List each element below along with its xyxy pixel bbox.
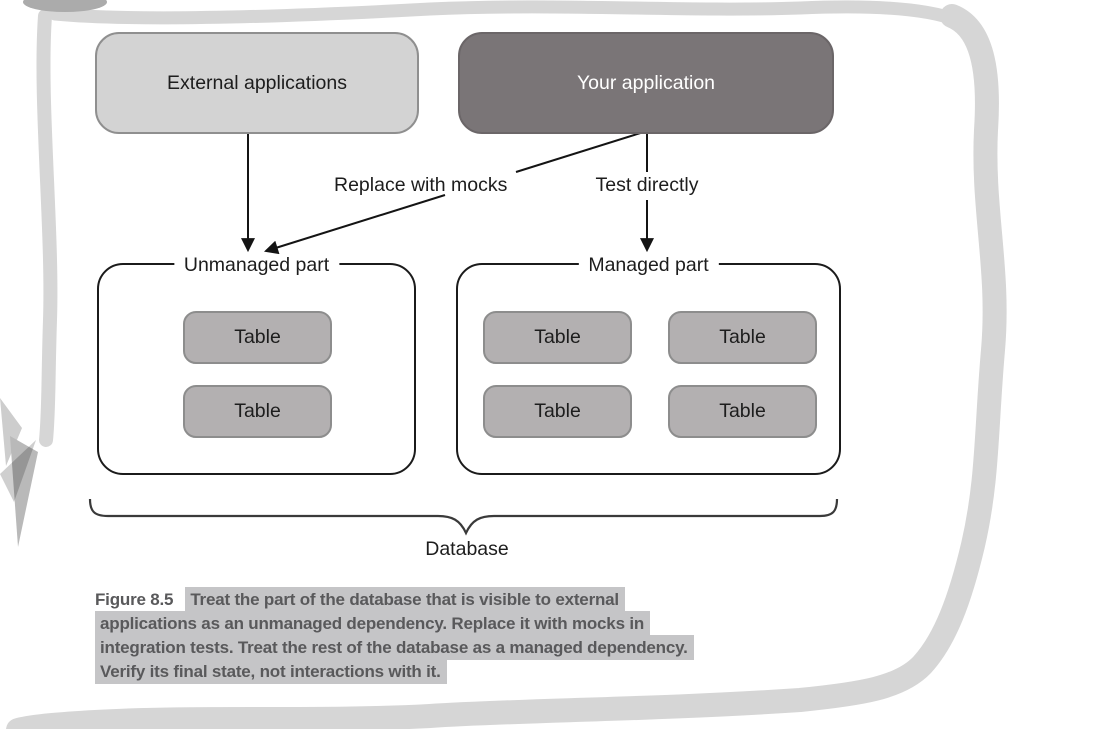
figure-number: Figure 8.5	[95, 590, 174, 609]
table-chip: Table	[668, 385, 817, 438]
caption-line: integration tests. Treat the rest of the…	[95, 635, 694, 660]
caption-text: applications as an unmanaged dependency.…	[95, 611, 651, 636]
table-label: Table	[719, 400, 766, 422]
sketch-left-wedge	[0, 398, 38, 547]
your-application-label: Your application	[576, 71, 716, 94]
arrow-your-to-unmanaged-upper	[515, 130, 648, 173]
test-directly-label: Test directly	[595, 174, 699, 196]
table-label: Table	[534, 326, 581, 348]
caption-text: Verify its final state, not interactions…	[95, 659, 447, 684]
sketch-border-stroke	[6, 0, 1007, 729]
managed-part-title: Managed part	[578, 255, 719, 275]
table-chip: Table	[483, 385, 632, 438]
unmanaged-part-title: Unmanaged part	[173, 255, 340, 275]
caption-text: Treat the part of the database that is v…	[185, 587, 625, 612]
table-label: Table	[719, 326, 766, 348]
table-chip: Table	[183, 385, 332, 438]
arrow-your-to-unmanaged-lower	[263, 194, 446, 255]
table-label: Table	[234, 400, 281, 422]
table-chip: Table	[183, 311, 332, 364]
caption-line: applications as an unmanaged dependency.…	[95, 611, 694, 636]
caption-line: Figure 8.5 Treat the part of the database…	[95, 587, 694, 612]
unmanaged-part-container: Unmanaged part Table Table	[97, 255, 416, 475]
your-application-box: Your application	[458, 32, 834, 134]
table-chip: Table	[483, 311, 632, 364]
sketch-corner-blot	[23, 0, 107, 12]
caption-line: Verify its final state, not interactions…	[95, 659, 694, 684]
database-label: Database	[425, 538, 509, 560]
figure-caption: Figure 8.5 Treat the part of the database…	[95, 587, 694, 684]
replace-with-mocks-label: Replace with mocks	[334, 174, 508, 196]
managed-part-container: Managed part Table Table Table Table	[456, 255, 841, 475]
caption-text: integration tests. Treat the rest of the…	[95, 635, 694, 660]
table-label: Table	[534, 400, 581, 422]
sketch-border-right-bottom	[6, 4, 1007, 729]
database-brace	[88, 498, 839, 536]
sketch-border-left	[36, 9, 58, 447]
external-applications-label: External applications	[167, 71, 347, 94]
table-label: Table	[234, 326, 281, 348]
table-chip: Table	[668, 311, 817, 364]
external-applications-box: External applications	[95, 32, 419, 134]
sketch-border-top	[48, 0, 963, 27]
